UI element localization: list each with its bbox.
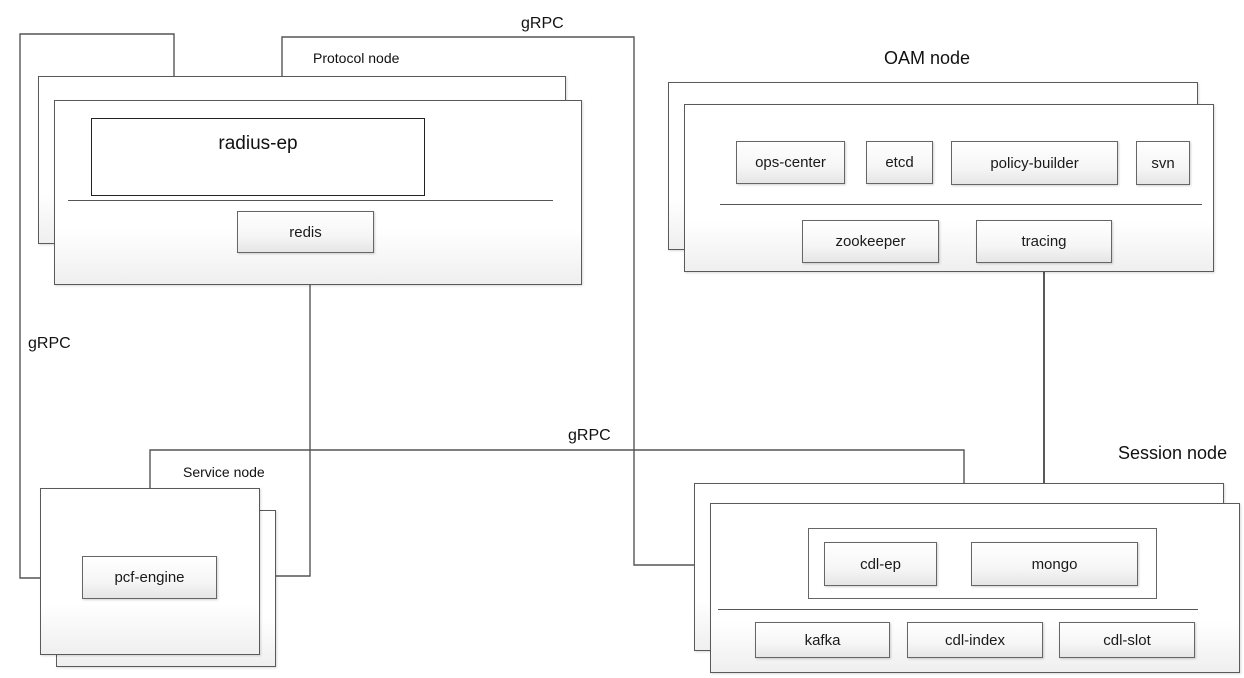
cdl-ep-label: cdl-ep	[860, 555, 901, 573]
grpc-middle-label: gRPC	[568, 427, 611, 444]
svn-label: svn	[1151, 154, 1175, 172]
pcf-engine-box: pcf-engine	[82, 556, 217, 599]
protocol-node-label: Protocol node	[313, 50, 400, 66]
mongo-label: mongo	[1031, 555, 1078, 573]
oam-node-divider	[720, 204, 1202, 205]
cdl-slot-box: cdl-slot	[1059, 622, 1195, 658]
zookeeper-box: zookeeper	[802, 220, 939, 263]
protocol-node-divider	[68, 200, 553, 201]
ops-center-box: ops-center	[736, 141, 845, 184]
zookeeper-label: zookeeper	[835, 233, 906, 250]
policy-builder-label: policy-builder	[990, 154, 1079, 172]
kafka-box: kafka	[755, 622, 890, 658]
etcd-label: etcd	[885, 154, 914, 171]
oam-node	[684, 104, 1214, 272]
redis-box: redis	[237, 211, 374, 253]
session-node-label: Session node	[1118, 443, 1228, 463]
cdl-index-label: cdl-index	[944, 631, 1006, 649]
kafka-label: kafka	[804, 631, 841, 649]
ops-center-label: ops-center	[755, 154, 826, 171]
grpc-radius-to-cdl-line	[281, 36, 809, 570]
pcf-engine-label: pcf-engine	[114, 569, 185, 586]
radius-ep-box: radius-ep	[91, 118, 425, 196]
radius-ep-label: radius-ep	[218, 133, 298, 154]
mongo-box: mongo	[971, 542, 1138, 586]
tracing-label: tracing	[1021, 233, 1067, 250]
cdl-slot-label: cdl-slot	[1103, 631, 1151, 649]
grpc-left-label: gRPC	[28, 335, 71, 352]
session-node-divider	[718, 609, 1198, 610]
cdl-index-box: cdl-index	[907, 622, 1043, 658]
svn-box: svn	[1136, 141, 1190, 185]
redis-label: redis	[289, 223, 322, 241]
cdl-ep-box: cdl-ep	[824, 542, 937, 586]
etcd-box: etcd	[866, 141, 933, 184]
service-node-label: Service node	[183, 464, 265, 480]
oam-node-label: OAM node	[884, 48, 971, 68]
policy-builder-box: policy-builder	[951, 141, 1118, 185]
grpc-top-label: gRPC	[521, 15, 564, 32]
tracing-box: tracing	[976, 220, 1112, 263]
